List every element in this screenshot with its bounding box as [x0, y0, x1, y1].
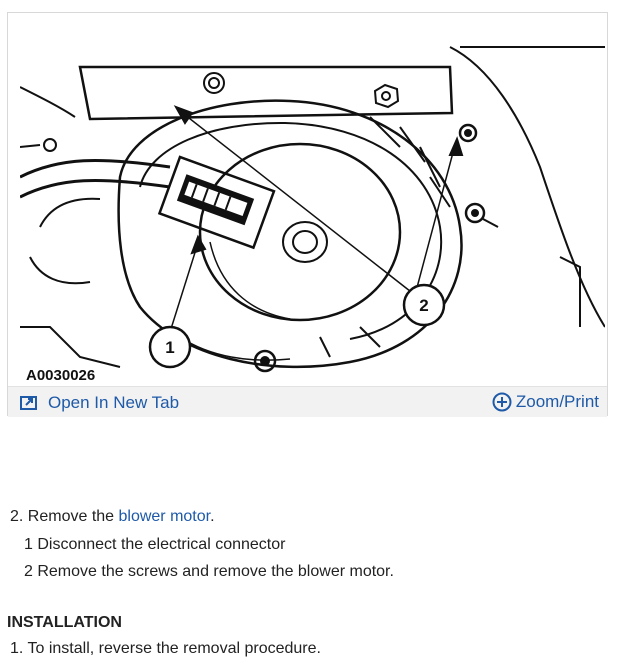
installation-heading: INSTALLATION	[7, 614, 122, 631]
figure-toolbar: Open In New Tab Zoom/Print	[8, 386, 607, 417]
open-in-new-tab-label: Open In New Tab	[48, 393, 180, 412]
substep-remove-screws: 2 Remove the screws and remove the blowe…	[24, 563, 394, 580]
plus-circle-icon	[492, 392, 512, 412]
zoom-print-label: Zoom/Print	[515, 392, 599, 411]
callout-1: 1	[148, 325, 192, 369]
figure-id-label: A0030026	[26, 367, 96, 384]
callout-1-label: 1	[165, 338, 174, 357]
zoom-print-button[interactable]: Zoom/Print	[492, 392, 599, 412]
callout-2: 2	[402, 283, 446, 327]
installation-step-1: 1. To install, reverse the removal proce…	[10, 640, 321, 657]
callout-2-label: 2	[419, 296, 428, 315]
open-in-new-tab-button[interactable]: Open In New Tab	[20, 393, 179, 413]
blower-motor-diagram: 1 2	[20, 46, 605, 373]
open-new-tab-icon	[20, 396, 37, 410]
figure-card: 1 2 A0030026 Open In New Tab Zoom/Print	[7, 12, 608, 417]
step-remove-blower-motor: 2. Remove the blower motor.	[10, 508, 215, 525]
blower-motor-link[interactable]: blower motor	[118, 508, 211, 525]
substep-disconnect: 1 Disconnect the electrical connector	[24, 536, 286, 553]
